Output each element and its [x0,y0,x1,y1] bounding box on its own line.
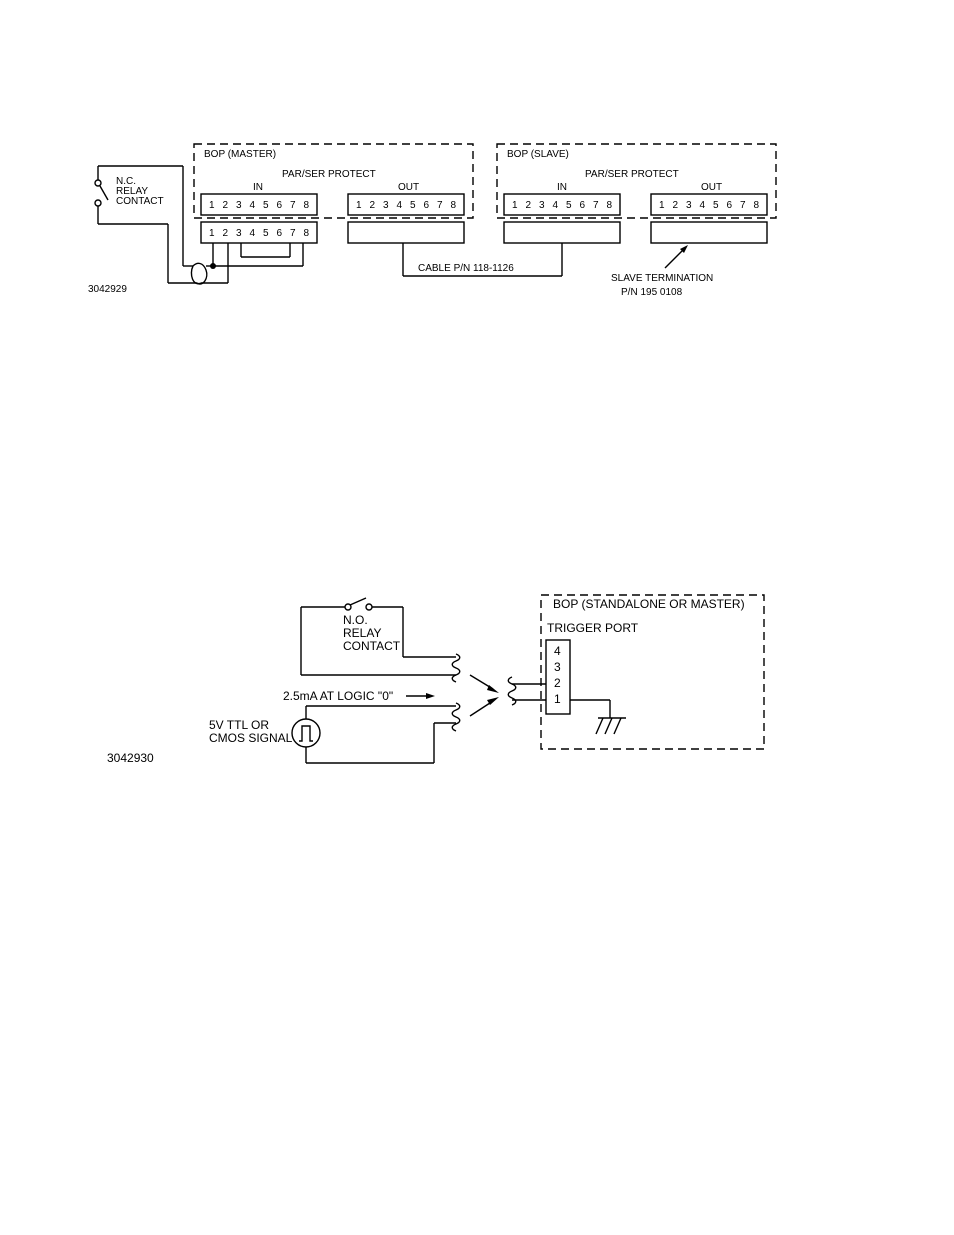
no-relay-label-1: N.O. [343,613,368,627]
trigger-pin-1: 1 [554,692,561,706]
master-in-pins: 1 2 3 4 5 6 7 8 [209,200,309,211]
bop-master-box [193,143,474,219]
trigger-port-connector [545,639,571,715]
master-in-plug [200,221,318,244]
cable-label: CABLE P/N 118-1126 [418,263,514,274]
bop-standalone-label: BOP (STANDALONE OR MASTER) [553,597,745,611]
slave-out-pins: 1 2 3 4 5 6 7 8 [659,200,759,211]
master-out-connector [347,193,465,216]
slave-protect-label: PAR/SER PROTECT [585,169,679,180]
figure-id-2: 3042930 [107,751,154,765]
bop-standalone-box [540,594,765,750]
cable [402,243,563,277]
master-protect-label: PAR/SER PROTECT [282,169,376,180]
bop-slave-box [496,143,777,219]
signal-label-1: 5V TTL OR [209,718,269,732]
termination-label-1: SLAVE TERMINATION [611,273,713,284]
ground-icon [570,699,626,735]
trigger-pin-4: 4 [554,644,561,658]
master-out-label: OUT [398,182,419,193]
signal-label-2: CMOS SIGNAL [209,731,293,745]
master-in-label: IN [253,182,263,193]
figure-id-1: 3042929 [88,284,127,295]
diagram-1: N.C. RELAY CONTACT BOP (MASTER) PAR/SER … [88,143,777,298]
master-in-connector [200,193,318,216]
nc-relay-contact [94,165,197,284]
master-out-pins: 1 2 3 4 5 6 7 8 [356,200,456,211]
master-out-plug [347,221,465,244]
termination-label-2: P/N 195 0108 [621,287,683,298]
pulse-source-icon [291,718,321,748]
bop-master-label: BOP (MASTER) [204,149,276,160]
current-arrow [406,693,435,699]
slave-in-pins: 1 2 3 4 5 6 7 8 [512,200,612,211]
current-label: 2.5mA AT LOGIC "0" [283,689,393,703]
no-relay-label-2: RELAY [343,626,381,640]
no-relay-contact [300,597,461,683]
slave-in-plug [503,221,621,244]
nc-relay-label-2: RELAY [116,186,148,197]
master-plug-pins: 1 2 3 4 5 6 7 8 [209,228,309,239]
nc-relay-label-3: CONTACT [116,196,164,207]
trigger-port-label: TRIGGER PORT [547,621,639,635]
slave-out-label: OUT [701,182,722,193]
diagram-2: N.O. RELAY CONTACT 2.5mA AT LOGIC "0" 5V… [107,594,765,765]
bop-slave-label: BOP (SLAVE) [507,149,569,160]
termination-arrow [664,245,688,269]
slave-out-connector [650,193,768,216]
nc-relay-label-1: N.C. [116,176,136,187]
slave-in-connector [503,193,621,216]
no-relay-label-3: CONTACT [343,639,401,653]
slave-in-label: IN [557,182,567,193]
trigger-pin-2: 2 [554,676,561,690]
slave-termination-plug [650,221,768,244]
ttl-signal-source [291,702,461,764]
connection-arrows [469,674,546,717]
trigger-pin-3: 3 [554,660,561,674]
twisted-pair-wiring [183,243,304,285]
